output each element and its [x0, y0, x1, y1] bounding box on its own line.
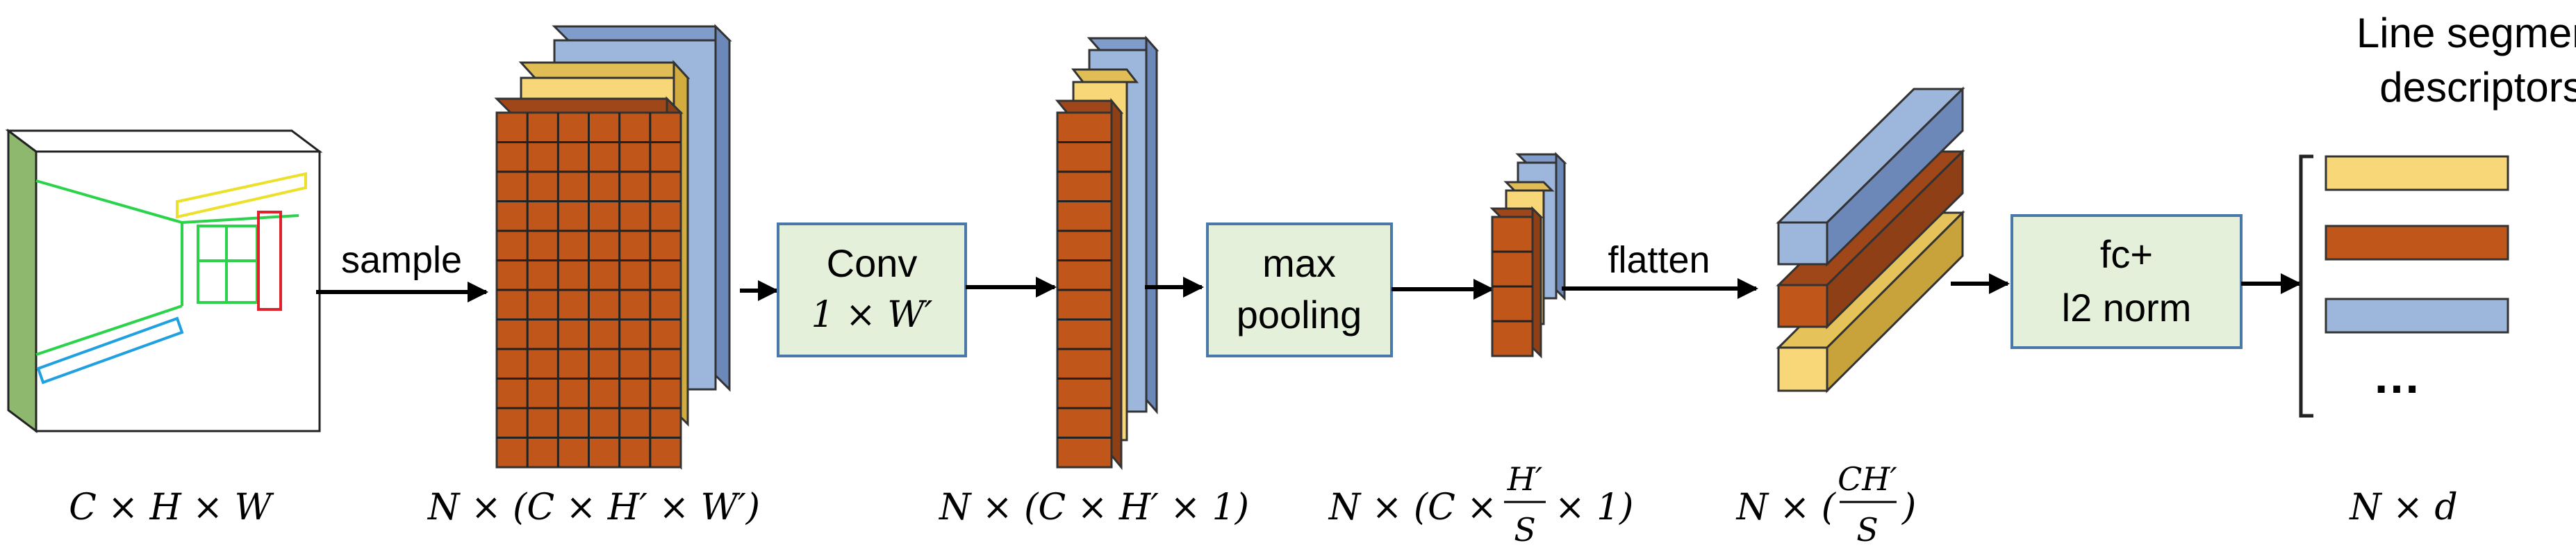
- fc-label-1: fc+: [2100, 232, 2153, 276]
- output-descriptors: …: [2299, 154, 2509, 418]
- dim-flat-pre: N × (: [1735, 487, 1837, 528]
- dim-input: C × H × W: [69, 487, 274, 528]
- input-image-face: [35, 150, 321, 432]
- conv-kernel: 1 × W′: [811, 294, 933, 336]
- sample-label: sample: [341, 239, 462, 281]
- output-title-line1: Line segment: [2356, 10, 2576, 56]
- conv-label: Conv: [827, 241, 918, 285]
- descriptor-brown: [2325, 225, 2509, 261]
- sampled-feature-stack: [494, 24, 732, 470]
- dim-conv: N × (C × H′ × 1): [938, 487, 1249, 528]
- flatten-label: flatten: [1608, 239, 1710, 281]
- input-image-side: [7, 129, 38, 433]
- flat-bar-blue: [1776, 86, 1965, 267]
- pooled-stack: [1489, 152, 1567, 359]
- fc-box: fc+ l2 norm: [2011, 214, 2243, 349]
- pool-label-2: pooling: [1237, 293, 1362, 337]
- output-bracket: [2299, 154, 2313, 418]
- input-image-top: [5, 129, 323, 153]
- dim-flat-den: S: [1856, 511, 1879, 549]
- dim-output: N × d: [2348, 487, 2457, 528]
- descriptor-blue: [2325, 298, 2509, 334]
- slab-brown-grid: [494, 96, 684, 470]
- dim-pool-den: S: [1514, 511, 1536, 549]
- dim-flat-post: ): [1901, 487, 1916, 528]
- conv-output-stack: [1055, 35, 1159, 471]
- dim-pool: N × (C × H′ S × 1): [1328, 460, 1634, 549]
- fc-label-2: l2 norm: [2062, 286, 2192, 330]
- descriptor-ellipsis: …: [2372, 349, 2421, 403]
- output-title-line2: descriptors: [2379, 64, 2576, 111]
- pool-label-1: max: [1262, 241, 1336, 285]
- dim-flat: N × ( CH′ S ): [1735, 460, 1917, 549]
- input-image: [5, 129, 323, 433]
- dim-pool-num: H′: [1507, 460, 1543, 498]
- flattened-vectors: [1776, 86, 1965, 394]
- conv-box: Conv 1 × W′: [777, 222, 967, 357]
- pool-box: max pooling: [1206, 222, 1393, 357]
- line-segments: [35, 172, 307, 384]
- descriptor-yellow: [2325, 155, 2509, 191]
- dim-flat-num: CH′: [1838, 460, 1897, 498]
- dim-pool-pre: N × (C ×: [1328, 487, 1497, 528]
- dim-sampled: N × (C × H′ × W′): [427, 487, 760, 528]
- dim-pool-post: × 1): [1555, 487, 1633, 528]
